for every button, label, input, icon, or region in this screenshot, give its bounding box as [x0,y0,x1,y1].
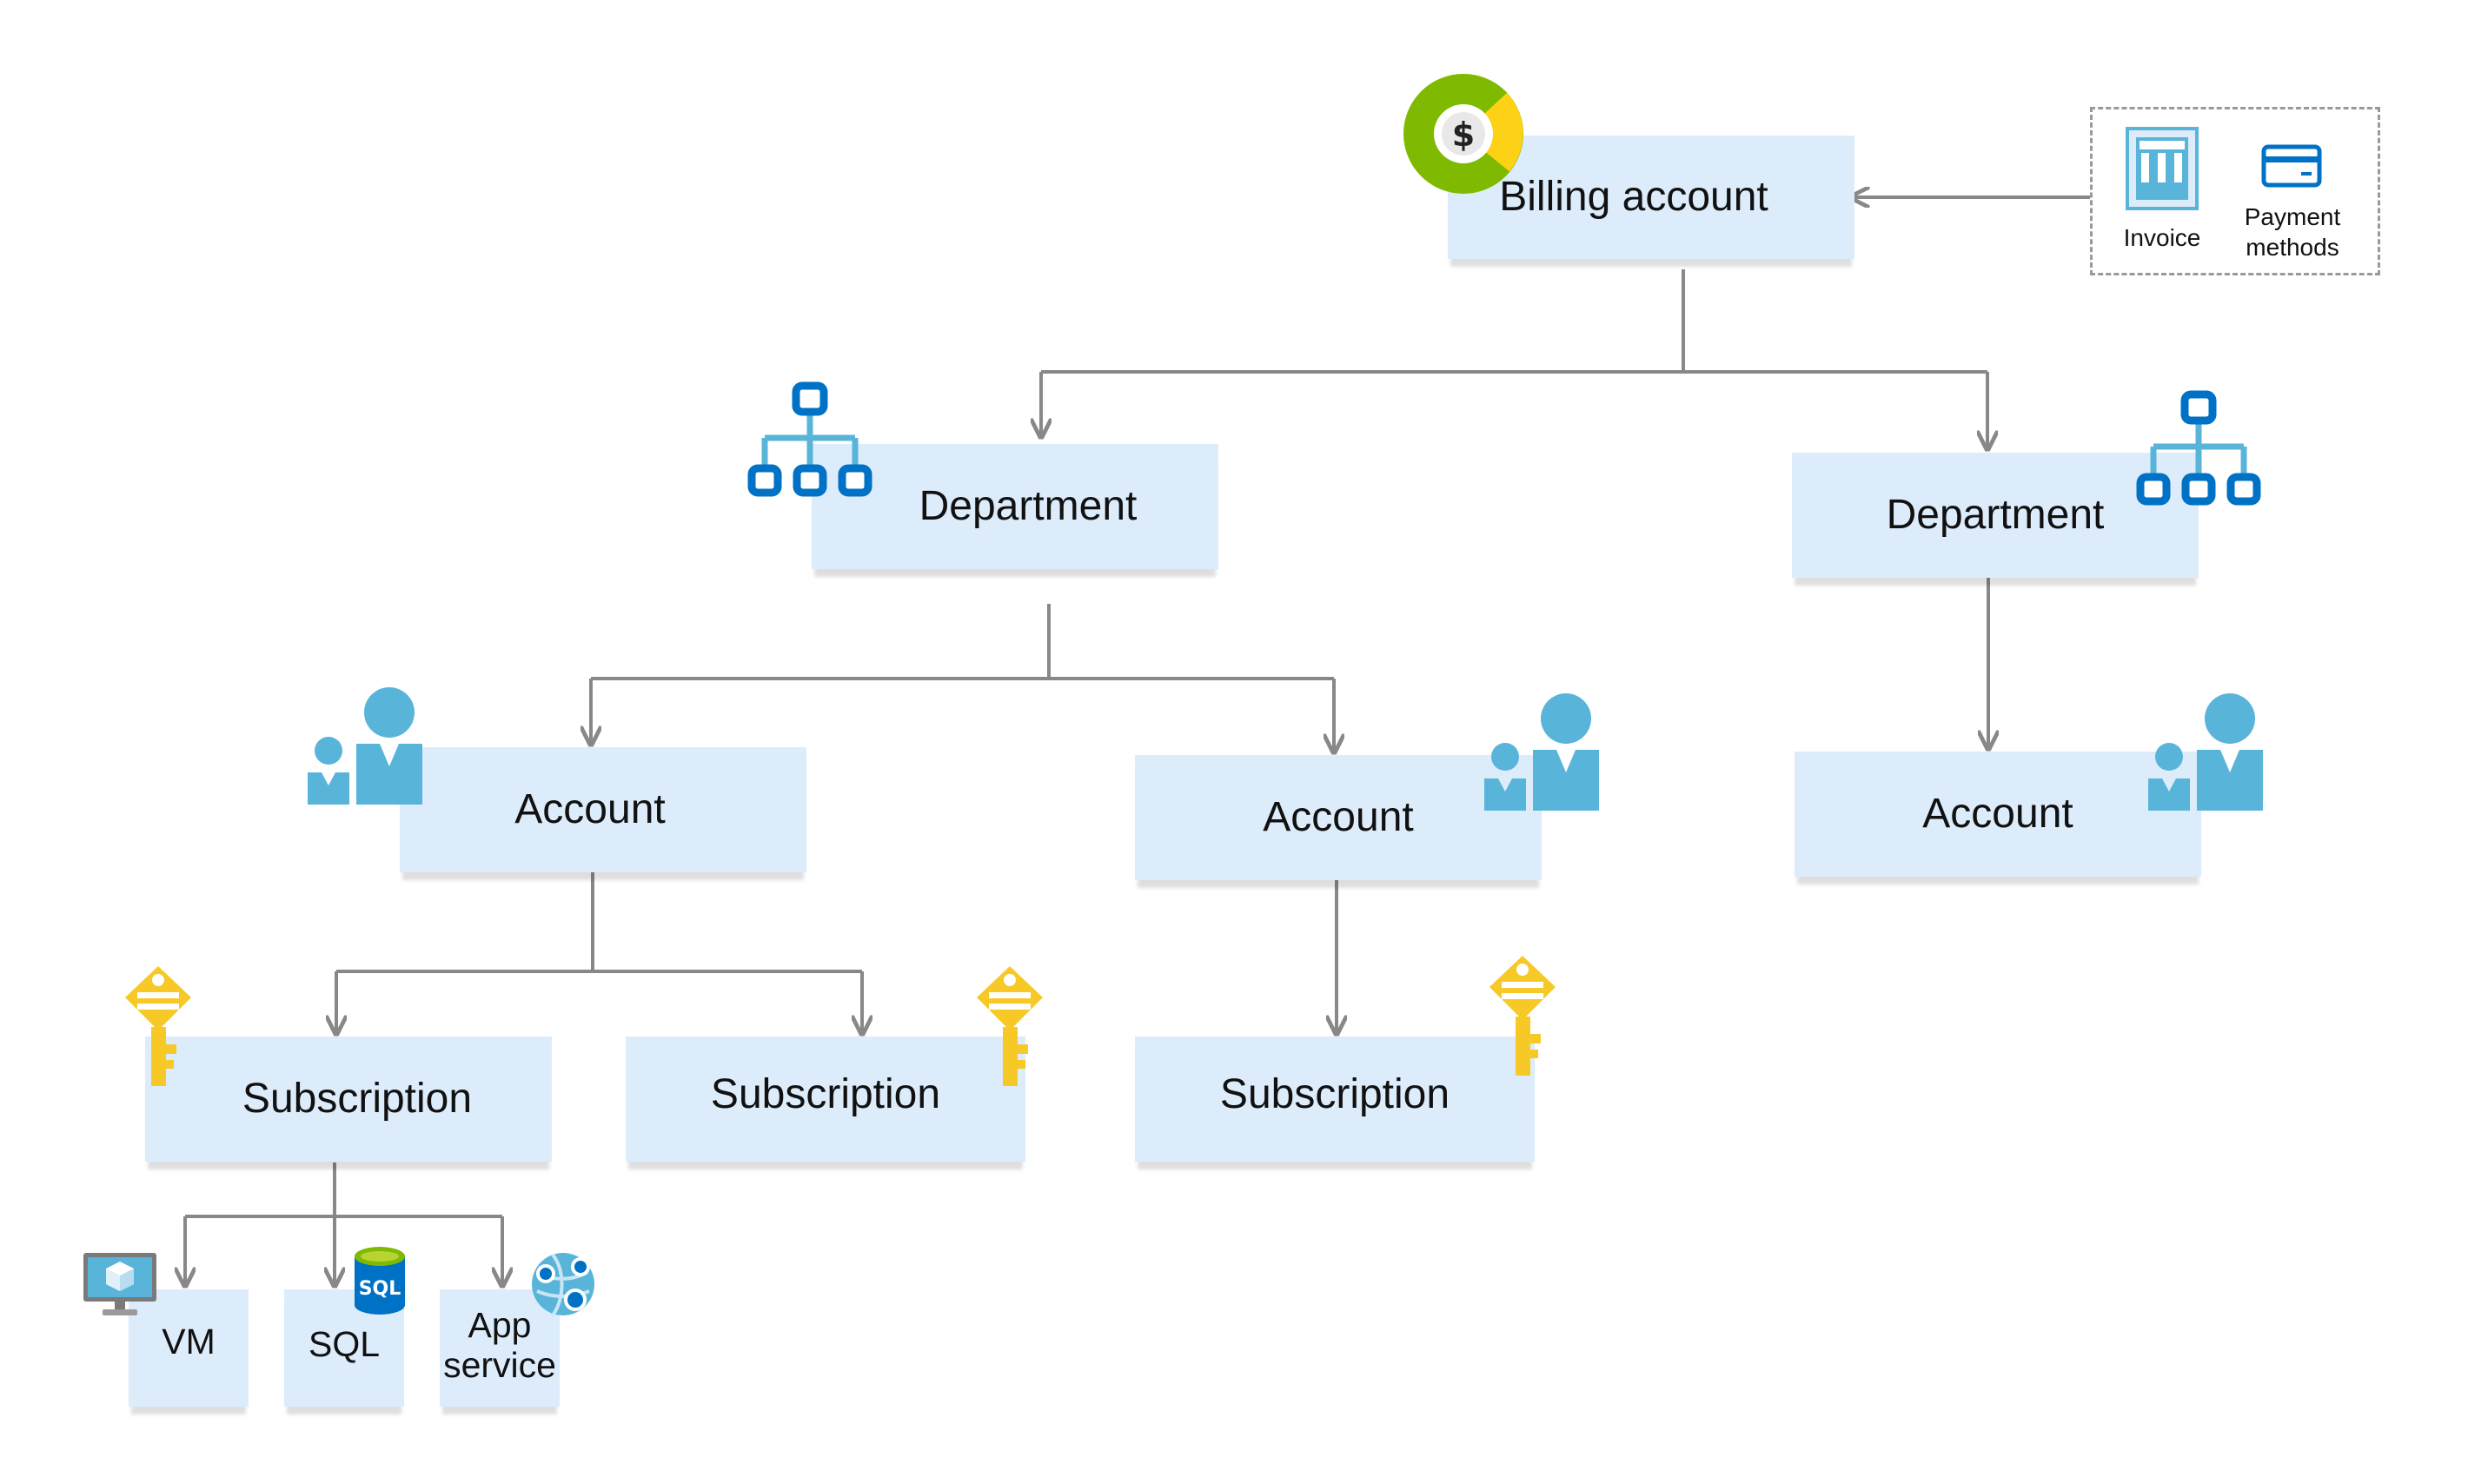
subscription-label: Subscription [710,1071,941,1118]
account-label: Account [1922,791,2073,838]
account-label: Account [1263,794,1414,841]
key-icon [1481,951,1564,1081]
credit-card-icon [2261,144,2322,188]
database-icon: SQL [351,1244,408,1317]
payment-methods-label: Payment methods [2244,203,2341,261]
globe-icon [527,1248,600,1321]
key-icon [116,961,200,1091]
connector-department-1-branches [591,604,1334,680]
svg-text:$: $ [1452,116,1475,154]
app-service-node: App service [440,1289,560,1407]
account-node-2: Account [1135,755,1542,880]
subscription-node-3: Subscription [1135,1037,1535,1162]
vm-node: VM [129,1289,249,1407]
payment-options-box: Invoice Payment methods [2090,107,2380,275]
department-node-1: Department [812,444,1218,569]
connector-subscription-1-branches [185,1163,502,1218]
connector-account-1-branches [336,869,862,973]
vm-label: VM [162,1321,216,1361]
subscription-node-1: Subscription [145,1037,552,1162]
users-icon [1483,692,1608,814]
department-node-2: Department [1792,453,2199,578]
department-label: Department [1886,492,2105,539]
sql-icon-text: SQL [359,1278,401,1300]
account-node-1: Account [400,747,806,872]
hierarchy-icon [2136,389,2261,511]
users-icon [2146,692,2272,814]
users-icon [306,686,431,808]
dollar-donut-icon: $ [1401,71,1526,196]
subscription-label: Subscription [242,1076,473,1123]
department-label: Department [919,483,1138,530]
account-node-3: Account [1795,752,2201,877]
key-icon [968,961,1052,1091]
invoice-icon [2126,127,2199,210]
account-label: Account [514,786,666,833]
sql-label: SQL [308,1323,381,1364]
monitor-cube-icon [82,1251,160,1321]
subscription-label: Subscription [1219,1071,1450,1118]
invoice-label: Invoice [2123,224,2201,251]
app-service-label: App service [443,1304,556,1385]
connector-billing-branches [1041,269,1987,374]
subscription-node-2: Subscription [626,1037,1025,1162]
billing-account-label: Billing account [1499,174,1768,221]
hierarchy-icon [747,381,872,502]
